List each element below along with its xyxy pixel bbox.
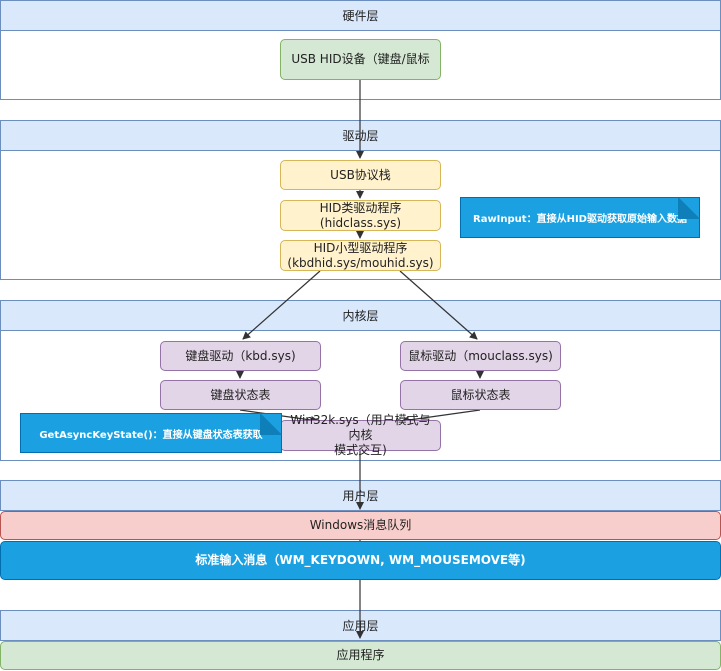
windows-message-queue-label: Windows消息队列 <box>309 518 412 532</box>
getasynckeystate-note: GetAsyncKeyState()：直接从键盘状态表获取 <box>20 413 282 453</box>
keyboard-driver-node: 键盘驱动（kbd.sys) <box>160 341 321 371</box>
keyboard-state-table-node: 键盘状态表 <box>160 380 321 410</box>
note-fold-corner <box>260 413 282 435</box>
arrow-mousestate-to-win32k <box>401 409 481 424</box>
rawinput-note-text: RawInput：直接从HID驱动获取原始输入数据 <box>473 214 687 225</box>
kernel-layer-title: 内核层 <box>342 309 379 323</box>
usb-stack-node: USB协议栈 <box>280 160 441 190</box>
hid-class-driver-node: HID类驱动程序 (hidclass.sys) <box>280 200 441 231</box>
application-node: 应用程序 <box>0 641 721 670</box>
note-fold-corner <box>678 197 700 219</box>
arrow-hidmini-to-kbd <box>242 270 321 340</box>
usb-hid-device-label: USB HID设备（键盘/鼠标 <box>291 52 430 66</box>
windows-message-queue-node: Windows消息队列 <box>0 511 721 540</box>
usb-hid-device-node: USB HID设备（键盘/鼠标 <box>280 39 441 80</box>
win32k-node: Win32k.sys（用户模式与内核 模式交互) <box>280 413 441 457</box>
keyboard-state-table-label: 键盘状态表 <box>210 387 271 402</box>
win32k-label-line2: 模式交互) <box>334 443 387 457</box>
keyboard-driver-label: 键盘驱动（kbd.sys) <box>185 348 296 363</box>
rawinput-note: RawInput：直接从HID驱动获取原始输入数据 <box>460 197 700 238</box>
hid-class-driver-label-line2: (hidclass.sys) <box>319 215 402 230</box>
hid-class-driver-label-line1: HID类驱动程序 <box>319 200 402 215</box>
hardware-layer-title: 硬件层 <box>342 9 379 23</box>
standard-input-messages-label: 标准输入消息（WM_KEYDOWN, WM_MOUSEMOVE等) <box>195 553 526 567</box>
getasynckeystate-note-text: GetAsyncKeyState()：直接从键盘状态表获取 <box>39 429 263 441</box>
kernel-layer-header: 内核层 <box>0 300 721 331</box>
application-label: 应用程序 <box>336 648 385 662</box>
mouse-driver-node: 鼠标驱动（mouclass.sys) <box>400 341 561 371</box>
standard-input-messages-node: 标准输入消息（WM_KEYDOWN, WM_MOUSEMOVE等) <box>0 541 721 580</box>
mouse-state-table-label: 鼠标状态表 <box>450 387 511 402</box>
hid-mini-driver-node: HID小型驱动程序 (kbdhid.sys/mouhid.sys) <box>280 240 441 271</box>
hardware-layer-header: 硬件层 <box>0 0 721 31</box>
win32k-label-line1: Win32k.sys（用户模式与内核 <box>290 413 431 442</box>
usb-stack-label: USB协议栈 <box>330 167 391 182</box>
arrow-hidmini-to-mouse <box>399 270 478 340</box>
hid-mini-driver-label-line2: (kbdhid.sys/mouhid.sys) <box>287 255 434 270</box>
hid-mini-driver-label-line1: HID小型驱动程序 <box>313 240 408 255</box>
mouse-state-table-node: 鼠标状态表 <box>400 380 561 410</box>
mouse-driver-label: 鼠标驱动（mouclass.sys) <box>408 348 553 363</box>
